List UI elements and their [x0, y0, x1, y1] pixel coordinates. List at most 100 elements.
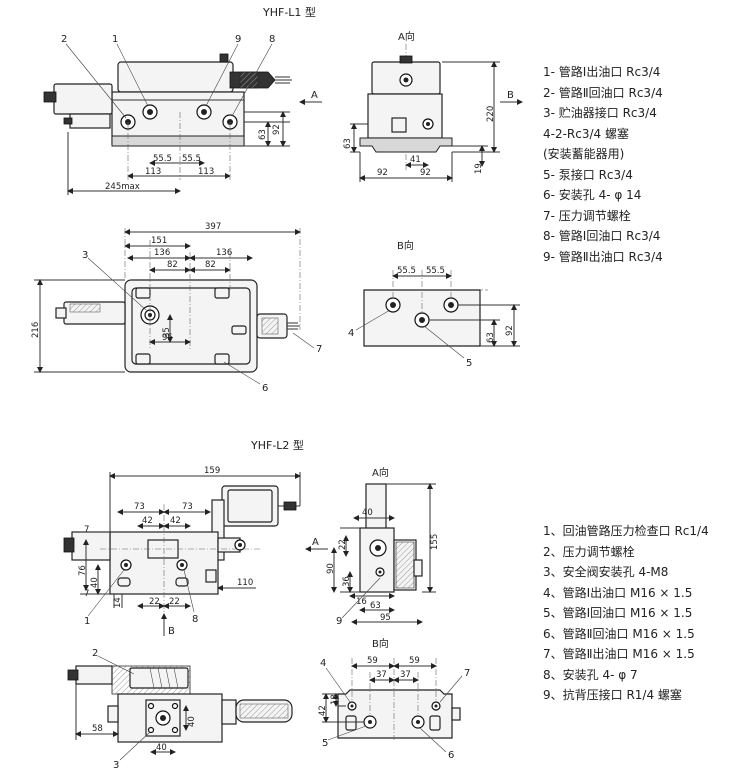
l1-front-dim-55b: 55.5 — [182, 154, 201, 164]
l1-callout-2: 2 — [61, 34, 67, 45]
l2-b-callout-4: 4 — [320, 658, 326, 669]
l1-top-dim-151: 151 — [151, 236, 167, 246]
l1-b-view: B向 55.5 55.5 92 63 4 5 — [348, 239, 520, 369]
l1-a-dim-41: 41 — [410, 155, 421, 165]
l2-front-dim-159: 159 — [204, 466, 220, 476]
l1-b-dim-92: 92 — [505, 325, 515, 336]
l2-callout-1: 1 — [84, 616, 90, 627]
l2-a-callout-9: 9 — [336, 616, 342, 627]
l1-a-view: A向 220 63 41 92 92 19 B — [343, 30, 523, 182]
l1-arrow-a: A — [311, 90, 318, 101]
legend-l2-item: 2、压力调节螺栓 — [543, 544, 635, 559]
l2-b-callout-5: 5 — [322, 738, 328, 749]
l1-b-dim-63: 63 — [486, 332, 496, 343]
legend-l2-item: 9、抗背压接口 R1/4 螺塞 — [543, 688, 682, 702]
l1-b-dim-55b: 55.5 — [426, 266, 445, 276]
legend-l1-item: (安装蓄能器用) — [543, 147, 625, 161]
l2-front-dim-42a: 42 — [142, 516, 153, 526]
legend-l1: 1- 管路Ⅰ出油口 Rc3/4 2- 管路Ⅱ回油口 Rc3/4 3- 贮油器接口… — [543, 62, 663, 267]
l1-front-dim-245: 245max — [105, 182, 140, 192]
l1-top-dim-216: 216 — [31, 322, 41, 338]
l2-b-callout-7: 7 — [464, 668, 470, 679]
l2-a-block — [359, 527, 395, 593]
legend-l1-item: 7- 压力调节螺栓 — [543, 208, 631, 223]
l2-callout-3: 3 — [113, 760, 119, 771]
l2-a-dim-95: 95 — [380, 613, 391, 623]
l2-front-dim-73a: 73 — [134, 502, 145, 512]
l1-top-dim-82a: 82 — [167, 260, 178, 270]
l2-bottom-dim-40h: 40 — [156, 743, 167, 753]
l2-a-view-label: A向 — [372, 466, 389, 479]
l2-a-view: A向 40 22 90 36 16 63 95 155 9 — [326, 466, 440, 627]
l1-callout-9: 9 — [235, 34, 241, 45]
l2-front-dim-76: 76 — [78, 565, 88, 576]
title-yhf-l1: YHF-L1 型 — [262, 5, 316, 19]
l2-front-dim-7a: 7 — [84, 525, 89, 535]
l2-front-dim-14: 14 — [113, 597, 123, 608]
l1-top-view: 397 151 136 136 82 82 216 35 95 3 7 6 — [31, 222, 322, 394]
title-yhf-l2: YHF-L2 型 — [250, 438, 304, 452]
l1-top-dim-35: 35 — [162, 327, 172, 338]
l2-a-dim-16: 16 — [356, 597, 367, 607]
l1-b-view-label: B向 — [397, 239, 414, 252]
l1-front-block — [111, 91, 245, 145]
legend-l2-item: 8、安装孔 4- φ 7 — [543, 667, 638, 682]
legend-l1-item: 3- 贮油器接口 Rc3/4 — [543, 106, 657, 120]
legend-l2-item: 5、管路Ⅰ回油口 M16 × 1.5 — [543, 606, 693, 620]
l1-front-dim-55a: 55.5 — [153, 154, 172, 164]
legend-l1-item: 8- 管路Ⅰ回油口 Rc3/4 — [543, 229, 661, 243]
l2-bottom-dim-58: 58 — [92, 724, 103, 734]
l1-a-dim-92a: 92 — [377, 168, 388, 178]
l1-callout-6: 6 — [262, 383, 268, 394]
l1-front-dim-113b: 113 — [198, 167, 214, 177]
l2-bottom-view: 58 40 40 2 3 — [67, 648, 293, 771]
l1-top-dim-136b: 136 — [216, 248, 232, 258]
l1-callout-7: 7 — [316, 344, 322, 355]
l1-a-view-label: A向 — [398, 30, 415, 43]
l2-front-dim-73b: 73 — [182, 502, 193, 512]
legend-l1-item: 1- 管路Ⅰ出油口 Rc3/4 — [543, 65, 661, 79]
l1-a-dim-220: 220 — [486, 106, 496, 122]
l1-front-view: 2 1 9 8 55.5 55.5 113 113 245max 63 92 A — [43, 34, 322, 195]
l2-front-dim-22b: 22 — [169, 597, 180, 607]
l1-b-callout-5: 5 — [466, 358, 472, 369]
l1-top-dim-95: 95 — [162, 333, 173, 343]
l1-callout-8: 8 — [269, 34, 275, 45]
l2-b-view-label: B向 — [372, 637, 389, 650]
legend-l1-item: 9- 管路Ⅱ出油口 Rc3/4 — [543, 249, 663, 264]
l1-front-dim-113a: 113 — [145, 167, 161, 177]
l2-front-dim-7b: 7 — [84, 589, 89, 599]
l2-front-view: 159 73 73 42 42 76 40 7 7 14 22 22 110 A… — [63, 466, 328, 637]
l1-top-dim-397: 397 — [205, 222, 221, 232]
l2-front-dim-110: 110 — [237, 578, 253, 588]
l2-front-dim-40: 40 — [90, 577, 100, 588]
legend-l2: 1、回油管路压力检查口 Rc1/4 2、压力调节螺栓 3、安全阀安装孔 4-M8… — [543, 521, 709, 706]
legend-l1-item: 6- 安装孔 4- φ 14 — [543, 188, 642, 202]
l2-a-dim-40: 40 — [362, 508, 373, 518]
l2-b-dim-18: 18 — [330, 694, 340, 705]
l2-callout-8: 8 — [192, 614, 198, 625]
l2-b-view: B向 59 59 37 37 42 18 4 5 6 7 — [318, 637, 470, 761]
legend-l2-item: 7、管路Ⅱ出油口 M16 × 1.5 — [543, 647, 695, 661]
l2-a-dim-36: 36 — [342, 576, 352, 587]
l2-b-dim-42: 42 — [318, 705, 328, 716]
legend-l1-item: 2- 管路Ⅱ回油口 Rc3/4 — [543, 85, 663, 100]
l1-top-dim-82b: 82 — [205, 260, 216, 270]
l1-arrow-b: B — [507, 90, 514, 101]
l1-front-dim-63: 63 — [258, 129, 268, 140]
legend-l2-item: 3、安全阀安装孔 4-M8 — [543, 565, 669, 579]
l1-callout-3: 3 — [82, 250, 88, 261]
l2-b-dim-59a: 59 — [367, 656, 378, 666]
l1-a-dim-19: 19 — [474, 163, 484, 174]
l1-front-dim-92: 92 — [272, 124, 282, 135]
legend-l2-item: 4、管路Ⅰ出油口 M16 × 1.5 — [543, 585, 693, 600]
l2-a-dim-90: 90 — [326, 563, 336, 574]
l2-front-dim-42b: 42 — [170, 516, 181, 526]
l2-callout-2: 2 — [92, 648, 98, 659]
l1-b-dim-55a: 55.5 — [397, 266, 416, 276]
legend-l2-item: 1、回油管路压力检查口 Rc1/4 — [543, 524, 709, 538]
l1-a-dim-63: 63 — [343, 138, 353, 149]
l2-b-callout-6: 6 — [448, 750, 454, 761]
l2-b-dim-37a: 37 — [376, 670, 387, 680]
